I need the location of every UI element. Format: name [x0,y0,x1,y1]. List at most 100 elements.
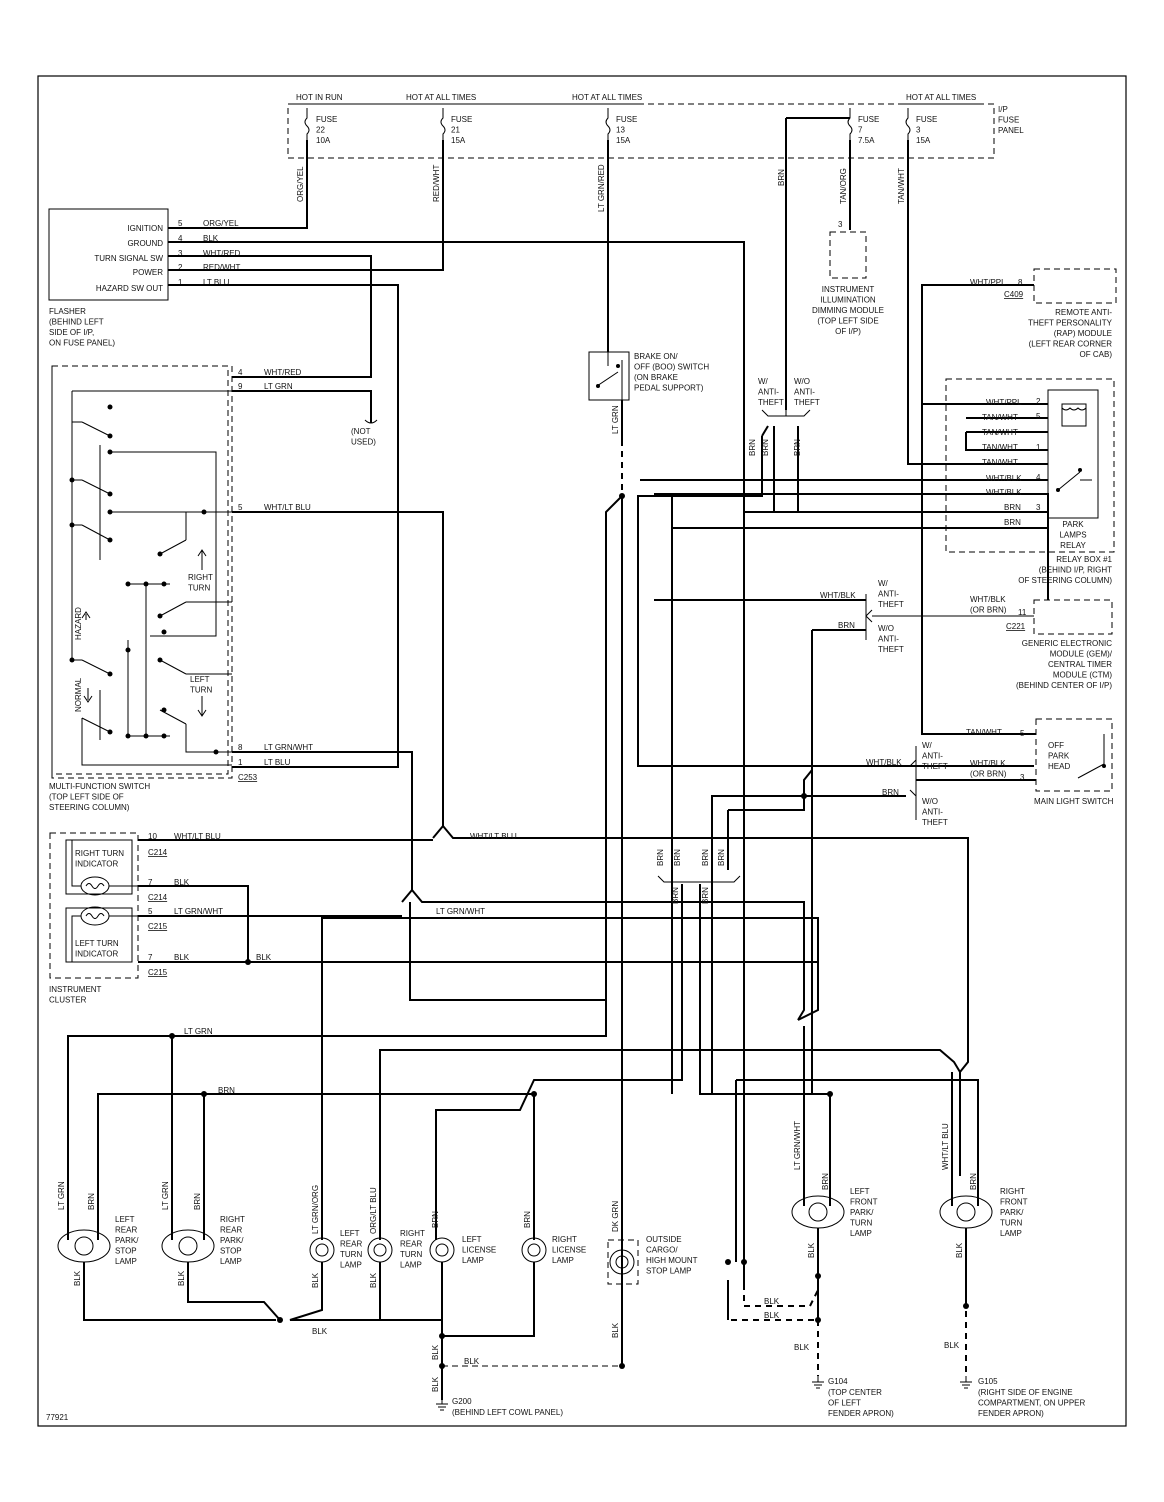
mfs-pin-5: 5 [238,503,243,512]
source-hot-all-times-2: HOT AT ALL TIMES [572,93,642,102]
rear-brn-bus-label: BRN [218,1086,235,1095]
cluster-pin-7a: 7 [148,878,153,887]
cluster-wire-lt-grn-wht: LT GRN/WHT [174,907,223,916]
flasher-pin-num-3: 3 [178,249,183,258]
rap-wire-wht-ppl: WHT/PPL [970,278,1006,287]
lfpt-wire-blk: BLK [807,1242,816,1258]
relay-wire-brn-1: BRN [1004,503,1021,512]
rrps-wire-lt-grn: LT GRN [161,1181,170,1210]
flasher-pin-power: POWER [133,268,163,277]
flasher-wire-red-wht: RED/WHT [203,263,240,272]
rap-module-box [1033,268,1117,304]
lic-right-wire-brn: BRN [523,1211,532,1228]
cluster-c214-a: C214 [148,848,168,857]
relay-wire-tan-wht-1: TAN/WHT [982,413,1018,422]
mls-pin-5: 5 [1020,729,1025,738]
g200-blk-label: BLK [464,1357,480,1366]
source-hot-all-times-3: HOT AT ALL TIMES [906,93,976,102]
mls-wire-wht-blk: WHT/BLK [866,758,902,767]
hmsl-wire-blk: BLK [611,1322,620,1338]
rrt-wire-org-lt-blu: ORG/LT BLU [369,1187,378,1234]
bundle-brn-3: BRN [701,849,710,866]
gem-connector-c221: C221 [1006,622,1026,631]
flasher-pin-ground: GROUND [127,239,163,248]
g104-label: G104 [828,1377,848,1386]
flasher-pin-num-1: 1 [178,278,183,287]
main-wht-lt-blu-label: WHT/LT BLU [470,832,517,841]
lrt-wire-lt-grn-org: LT GRN/ORG [311,1185,320,1234]
lfpt-wire-lt-grn-wht: LT GRN/WHT [793,1121,802,1170]
mfs-wire-lt-blu: LT BLU [264,758,291,767]
relay-pin-5: 5 [1036,412,1041,421]
relay-pin-1: 1 [1036,443,1041,452]
flasher-pin-num-4: 4 [178,234,183,243]
wire-tan-wht-top: TAN/WHT [897,168,906,204]
mfs-pin-9: 9 [238,382,243,391]
g200-drop-blk-1: BLK [431,1344,440,1360]
main-lt-grn-wht-label: LT GRN/WHT [436,907,485,916]
source-hot-in-run: HOT IN RUN [296,93,343,102]
mfs-connector-c253: C253 [238,773,258,782]
wire-brn-top: BRN [777,169,786,186]
wire-red-wht: RED/WHT [432,165,441,202]
relay-wire-tan-wht-4: TAN/WHT [982,458,1018,467]
mls-wire-brn: BRN [882,788,899,797]
flasher-pin-num-2: 2 [178,263,183,272]
cluster-pin-7b: 7 [148,953,153,962]
hmsl-wire-dk-grn: DK GRN [611,1201,620,1232]
g105-label: G105 [978,1377,998,1386]
relay-wire-wht-blk-1: WHT/BLK [986,474,1022,483]
rear-blk-bus-label: BLK [312,1327,328,1336]
rap-pin-8: 8 [1018,278,1023,287]
gem-with-anti-theft: W/ANTI-THEFT [878,579,904,609]
mfs-wire-wht-red: WHT/RED [264,368,302,377]
cluster-ground-blk-label: BLK [256,953,272,962]
rfpt-wire-brn: BRN [969,1173,978,1190]
top-with-anti-theft: W/ANTI-THEFT [758,377,784,407]
left-turn-indicator-bulb [80,906,110,926]
front-blk-label-2: BLK [764,1311,780,1320]
relay-wire-tan-wht-3: TAN/WHT [982,443,1018,452]
brn-label-c: BRN [793,439,802,456]
mfs-wire-lt-grn: LT GRN [264,382,293,391]
cluster-c215-a: C215 [148,922,168,931]
bundle-brn-4: BRN [717,849,726,866]
flasher-pin-ignition: IGNITION [127,224,163,233]
dimming-pin-3: 3 [838,220,843,229]
mls-pin-3: 3 [1020,773,1025,782]
mfs-pin-8: 8 [238,743,243,752]
mfs-wire-wht-lt-blu: WHT/LT BLU [264,503,311,512]
mfs-pin-4: 4 [238,368,243,377]
rap-module-label: REMOTE ANTI-THEFT PERSONALITY(RAP) MODUL… [1028,308,1113,359]
rrps-wire-brn: BRN [193,1193,202,1210]
lfpt-wire-brn: BRN [821,1173,830,1190]
lrt-wire-blk: BLK [311,1272,320,1288]
